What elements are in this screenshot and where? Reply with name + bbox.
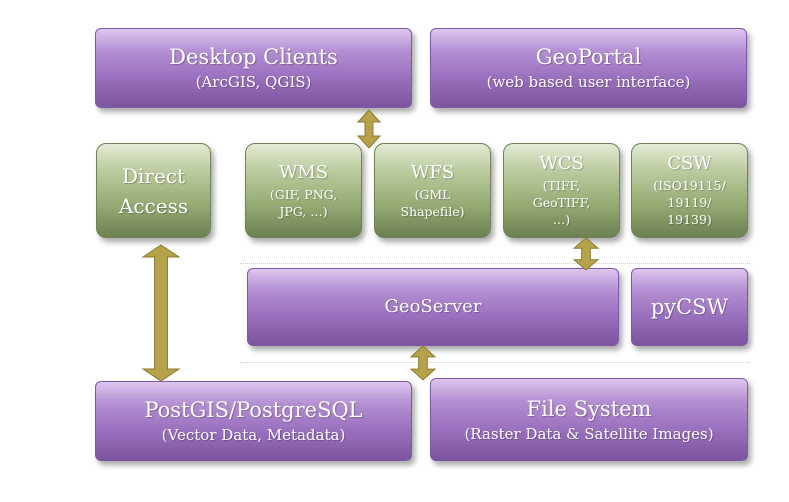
direct-access-line1: Direct — [121, 163, 186, 188]
direct-access-line2: Access — [118, 193, 189, 218]
file-system-box: File System (Raster Data & Satellite Ima… — [430, 378, 748, 461]
file-system-title: File System — [526, 396, 652, 421]
csw-line-1: (ISO19115/ — [653, 178, 726, 193]
wfs-line-1: (GML — [414, 186, 451, 202]
pycsw-title: pyCSW — [650, 295, 729, 319]
wms-line-2: JPG, …) — [279, 203, 328, 219]
csw-line-3: 19139) — [667, 212, 712, 227]
geoportal-subtitle: (web based user interface) — [486, 73, 691, 91]
separator-bottom — [240, 362, 750, 363]
csw-title: CSW — [667, 153, 712, 174]
desktop-clients-title: Desktop Clients — [169, 45, 338, 69]
desktop-clients-subtitle: (ArcGIS, QGIS) — [195, 73, 312, 91]
wcs-line-2: GeoTIFF, — [532, 195, 591, 210]
desktop-clients-box: Desktop Clients (ArcGIS, QGIS) — [95, 28, 412, 108]
direct-access-box: Direct Access — [96, 143, 211, 238]
wcs-box: WCS (TIFF, GeoTIFF, …) — [503, 143, 620, 238]
double-arrow-shape — [409, 345, 437, 381]
geoserver-box: GeoServer — [247, 268, 619, 346]
arrow-desktop-to-services — [356, 109, 382, 149]
double-arrow-shape — [141, 244, 181, 382]
wfs-title: WFS — [410, 161, 455, 183]
arrow-geoserver-to-filesystem — [409, 345, 437, 381]
postgis-box: PostGIS/PostgreSQL (Vector Data, Metadat… — [95, 381, 412, 461]
arrow-wcs-to-geoserver — [572, 237, 600, 271]
wfs-line-2: Shapefile) — [400, 203, 465, 219]
postgis-title: PostGIS/PostgreSQL — [144, 398, 363, 422]
wfs-box: WFS (GML Shapefile) — [374, 143, 491, 238]
wms-title: WMS — [278, 161, 329, 183]
arrow-direct-to-postgis — [141, 244, 181, 382]
wcs-line-1: (TIFF, — [542, 178, 581, 193]
separator-top — [240, 263, 750, 264]
wms-line-1: (GIF, PNG, — [269, 186, 338, 202]
csw-box: CSW (ISO19115/ 19119/ 19139) — [631, 143, 748, 238]
pycsw-box: pyCSW — [631, 268, 748, 346]
geoportal-box: GeoPortal (web based user interface) — [430, 28, 747, 108]
wcs-title: WCS — [539, 153, 584, 174]
wcs-line-3: …) — [552, 212, 571, 227]
wms-box: WMS (GIF, PNG, JPG, …) — [245, 143, 362, 238]
geoportal-title: GeoPortal — [535, 45, 642, 69]
csw-line-2: 19119/ — [667, 195, 712, 210]
postgis-subtitle: (Vector Data, Metadata) — [161, 426, 346, 444]
file-system-subtitle: (Raster Data & Satellite Images) — [464, 424, 714, 443]
double-arrow-shape — [356, 109, 382, 149]
geoserver-title: GeoServer — [384, 296, 482, 317]
double-arrow-shape — [572, 237, 600, 271]
